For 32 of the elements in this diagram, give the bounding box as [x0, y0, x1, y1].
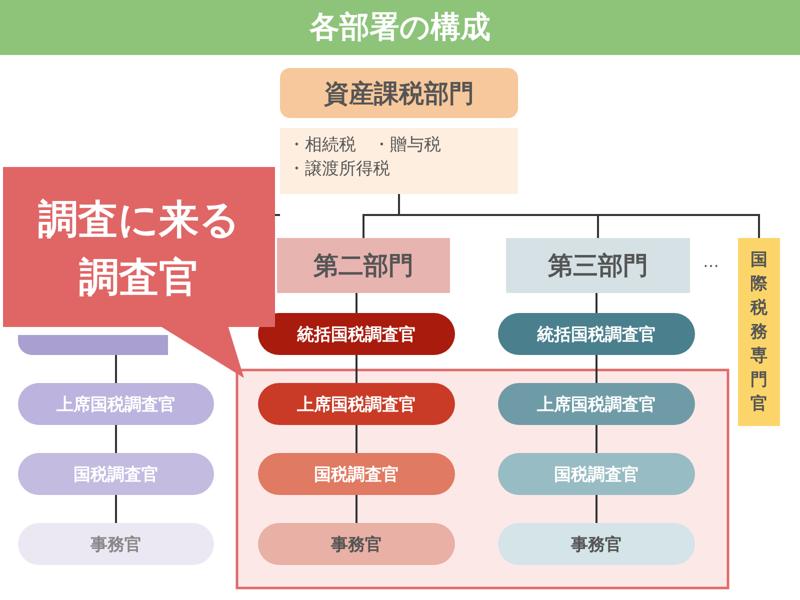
position-pill: 事務官	[498, 523, 695, 565]
connector-line	[356, 293, 358, 313]
connector-line	[356, 355, 358, 383]
connector-line	[356, 495, 358, 523]
connector-line	[596, 495, 598, 523]
connector-line	[596, 293, 598, 313]
position-pill: 国税調査官	[498, 453, 695, 495]
position-pill	[18, 335, 168, 355]
connector-line	[596, 355, 598, 383]
title-banner: 各部署の構成	[0, 0, 800, 55]
position-pill: 事務官	[18, 523, 214, 565]
position-pill: 上席国税調査官	[258, 383, 455, 425]
specialist-box: 国際税務専門官	[738, 238, 780, 426]
connector-line	[398, 194, 760, 238]
department-box: 第三部門	[506, 238, 690, 293]
position-pill: 上席国税調査官	[18, 383, 214, 425]
connector-line	[115, 355, 117, 383]
connector-line	[356, 425, 358, 453]
position-pill: 統括国税調査官	[498, 313, 695, 355]
connector-line	[115, 425, 117, 453]
position-pill: 統括国税調査官	[258, 313, 455, 355]
department-header: 資産課税部門	[280, 68, 518, 118]
position-pill: 国税調査官	[258, 453, 455, 495]
department-box: 第二部門	[277, 238, 450, 293]
connector-line	[596, 425, 598, 453]
position-pill: 国税調査官	[18, 453, 214, 495]
callout-pointer	[160, 326, 246, 380]
position-pill: 上席国税調査官	[498, 383, 695, 425]
ellipsis: …	[703, 252, 719, 271]
connector-line	[115, 495, 117, 523]
position-pill: 事務官	[258, 523, 455, 565]
tax-list-box: ・相続税 ・贈与税・譲渡所得税	[280, 128, 518, 194]
